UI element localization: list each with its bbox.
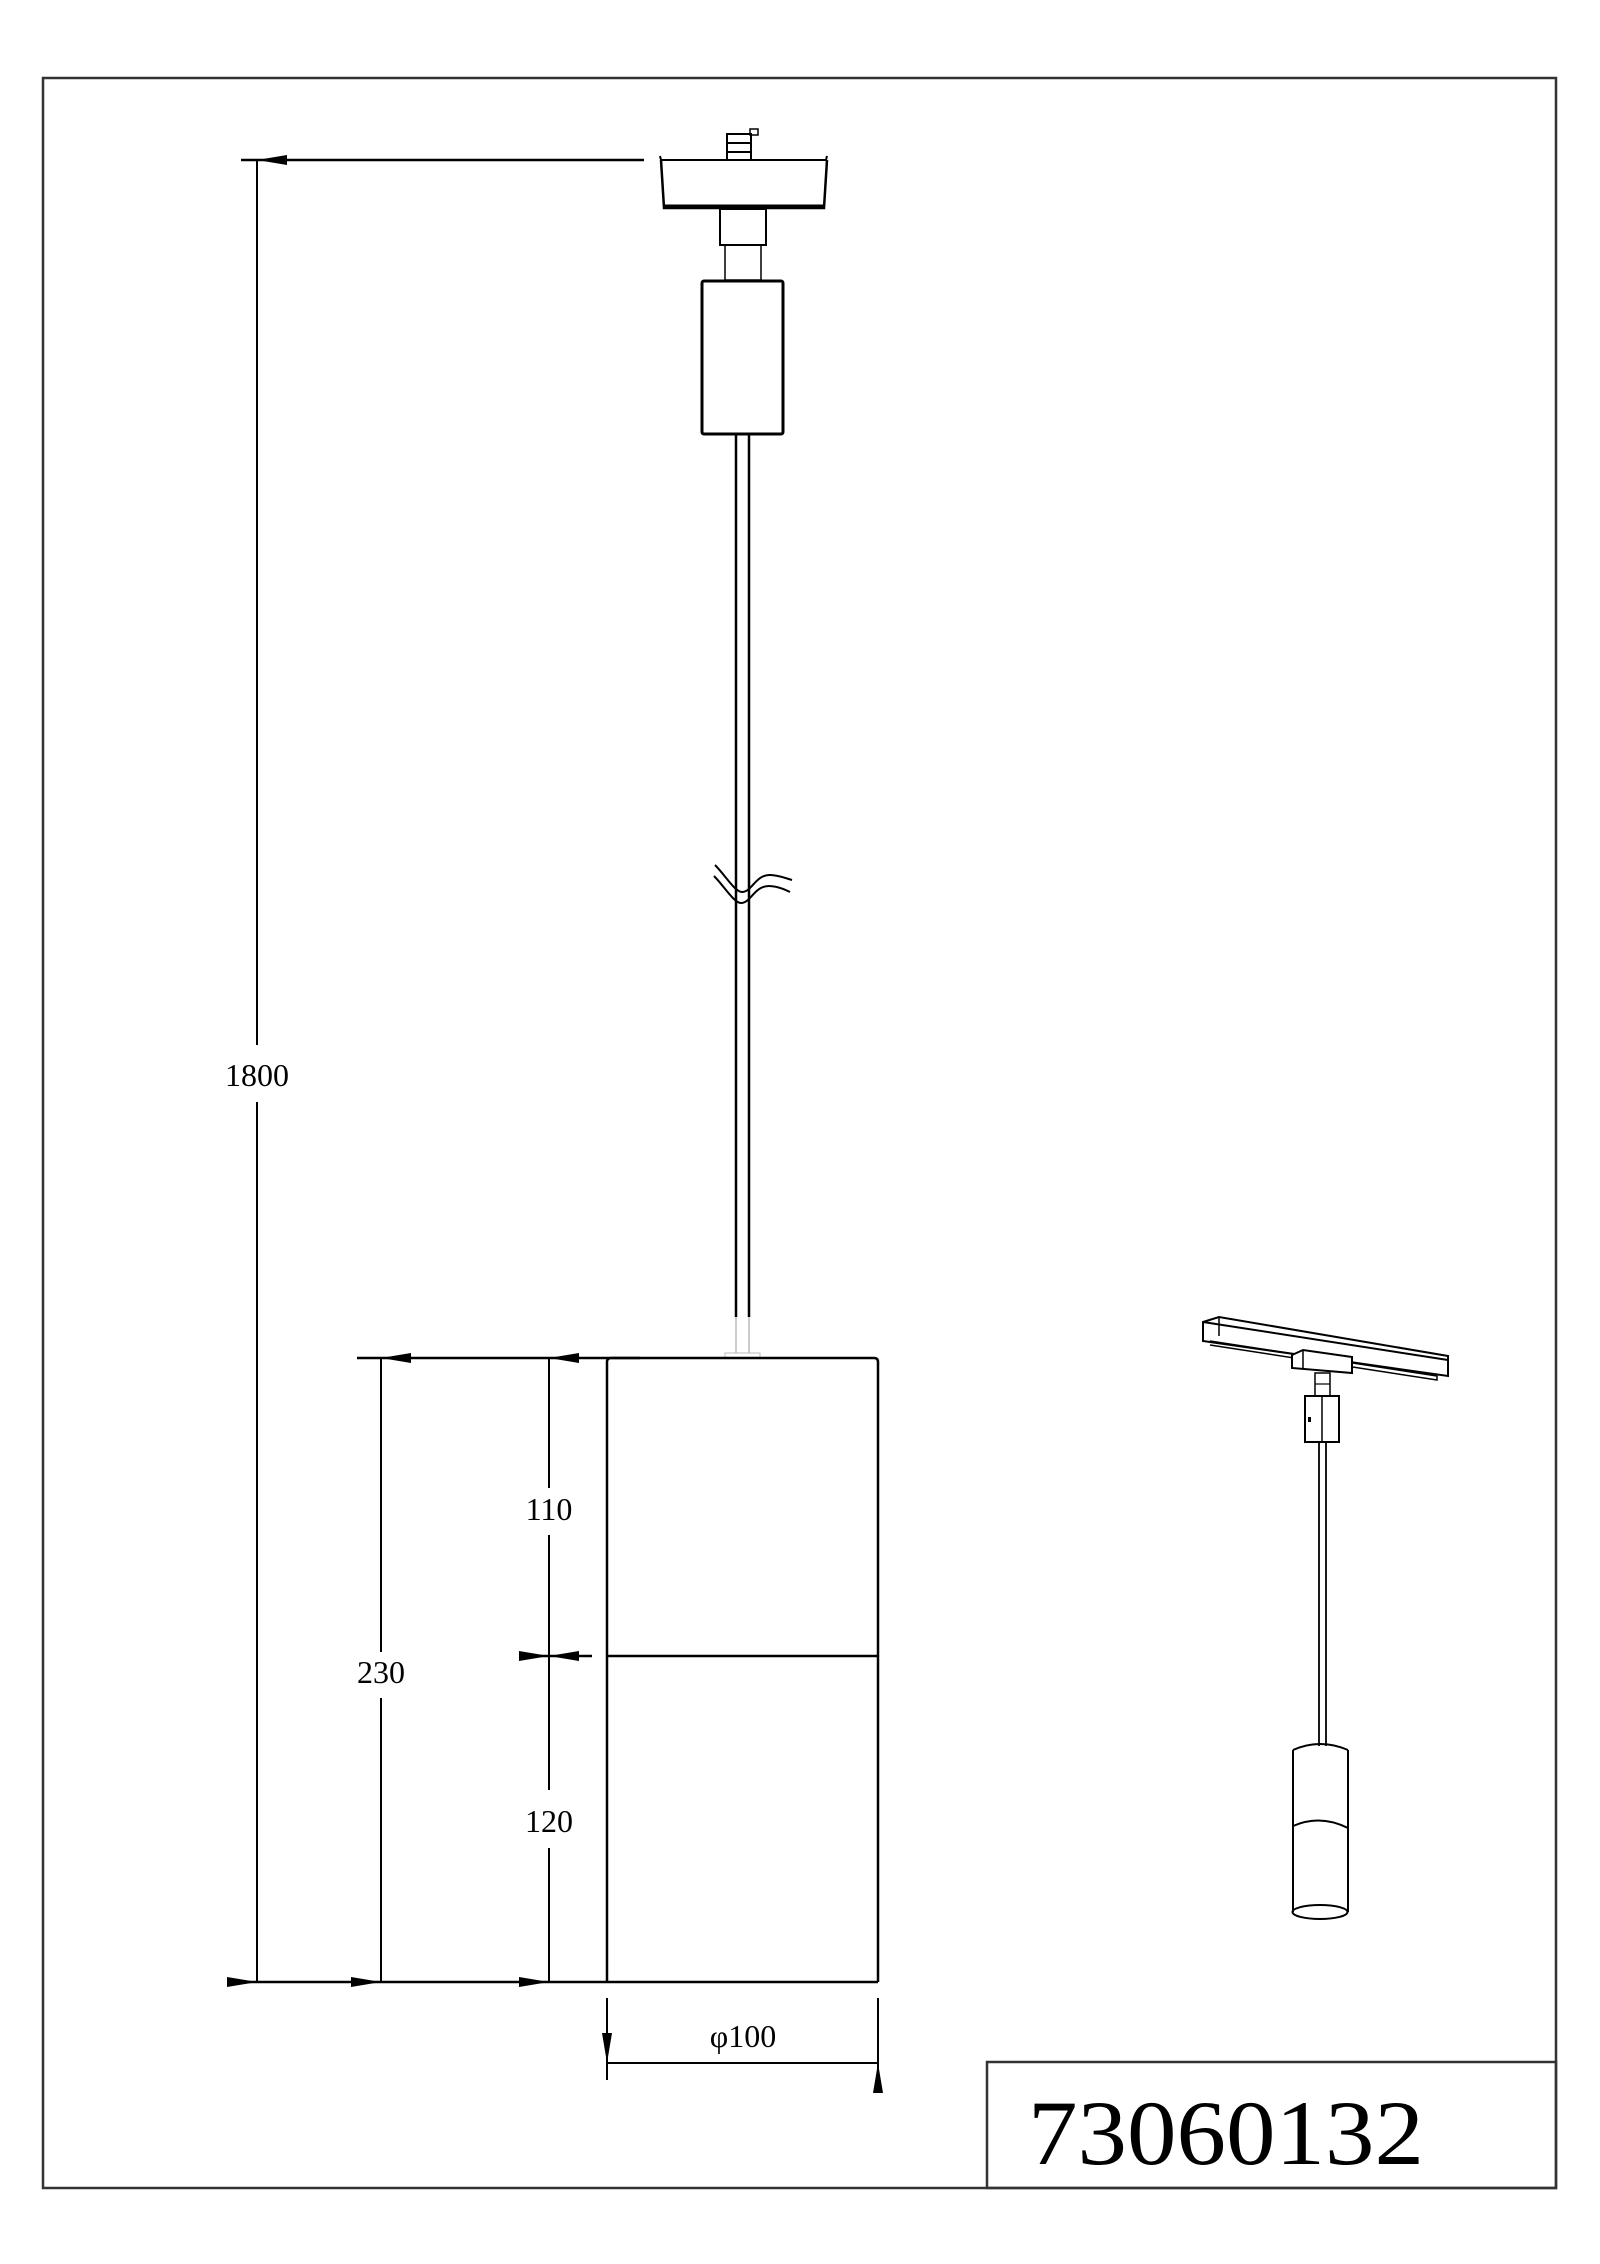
- dimension-diameter: φ100: [602, 1998, 883, 2093]
- part-number: 73060132: [1028, 2082, 1424, 2184]
- break-symbol-upper: [714, 864, 793, 894]
- break-symbol-lower: [713, 875, 791, 905]
- drawing-frame: [41, 76, 1558, 2190]
- front-elevation: 1800 230 110 120 φ100: [225, 128, 883, 2093]
- suspension-cable: [713, 434, 793, 1359]
- dimension-label-120: 120: [525, 1803, 573, 1839]
- dimension-label-1800: 1800: [225, 1057, 289, 1093]
- dimension-upper-section: 110: [519, 1353, 579, 1661]
- track-adapter: [659, 128, 829, 210]
- title-block: 73060132: [985, 2060, 1558, 2190]
- dimension-lower-section: 120: [519, 1651, 579, 1987]
- perspective-view: [1202, 1315, 1449, 1920]
- dimension-shade-height: 230: [351, 1353, 411, 1987]
- lamp-shade: [605, 1356, 880, 1982]
- adapter-neck: [719, 208, 767, 246]
- adapter-stem: [724, 244, 762, 281]
- perspective-adapter: [1291, 1348, 1353, 1397]
- dimension-label-110: 110: [526, 1491, 573, 1527]
- dimension-label-230: 230: [357, 1654, 405, 1690]
- dimension-label-diameter: φ100: [710, 2018, 776, 2054]
- dimension-overall-height: 1800: [225, 155, 289, 1987]
- perspective-driver: [1304, 1395, 1340, 1443]
- driver-housing: [700, 279, 785, 436]
- perspective-shade: [1291, 1743, 1349, 1920]
